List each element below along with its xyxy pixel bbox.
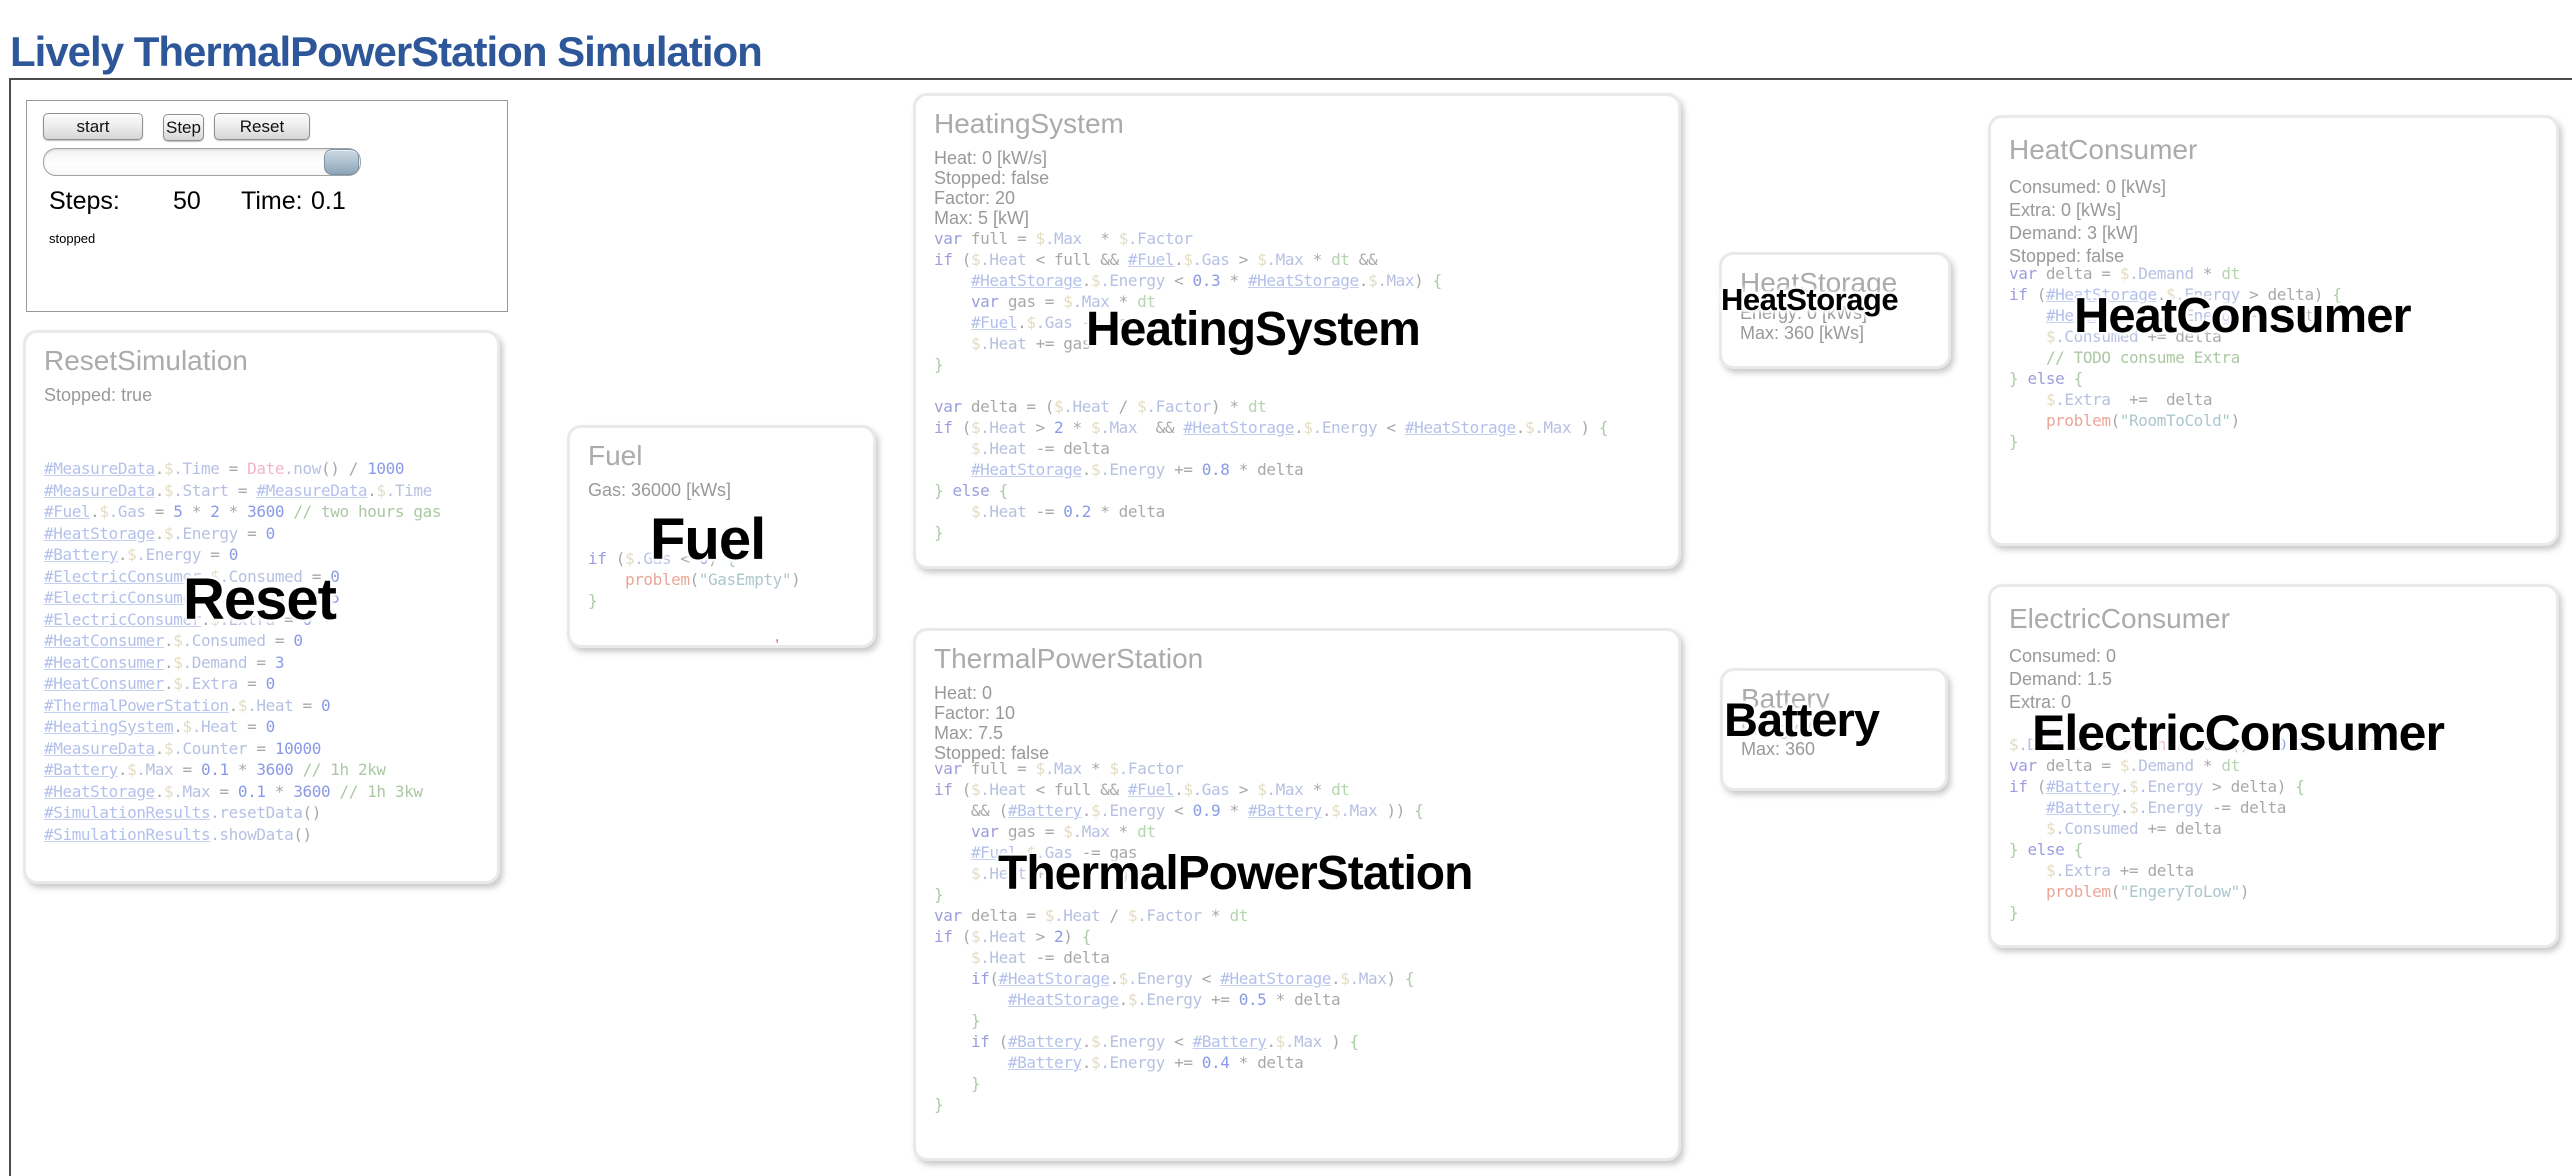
overlay-label-reset: Reset: [183, 567, 337, 632]
morph-title: Fuel: [588, 440, 643, 471]
steps-value: 50: [173, 187, 201, 215]
morph-stats: Gas: 36000 [kWs]: [588, 480, 732, 500]
overlay-label-fuel: Fuel: [650, 507, 766, 572]
reset-button[interactable]: Reset: [214, 113, 310, 140]
morph-title: ThermalPowerStation: [934, 643, 1204, 674]
morph-reset-simulation[interactable]: ResetSimulation Stopped: true #MeasureDa…: [23, 330, 500, 884]
run-status-text: stopped: [49, 231, 96, 246]
morph-title: Battery: [1741, 683, 1830, 714]
slider-thumb[interactable]: [324, 149, 359, 175]
code-block: if ($.Gas < 0) { problem("GasEmpty") }: [588, 549, 801, 610]
code-block: var full = $.Max * $.Factor if ($.Heat <…: [934, 229, 1609, 542]
morph-title: HeatConsumer: [2009, 134, 2198, 165]
code-block: #MeasureData.$.Time = Date.now() / 1000 …: [44, 459, 442, 844]
morph-stats: Stopped: true: [44, 385, 153, 405]
step-button[interactable]: Step: [163, 114, 204, 141]
morph-heat-storage[interactable]: HeatStorage Energy: 0 [kWs]Max: 360 [kWs…: [1719, 252, 1951, 369]
stray-cursor-mark: ,: [775, 628, 780, 645]
morph-heat-consumer[interactable]: HeatConsumer Consumed: 0 [kWs]Extra: 0 […: [1988, 115, 2559, 546]
time-value: 0.1: [311, 187, 346, 215]
overlay-label-heating-system: HeatingSystem: [1086, 303, 1421, 356]
morph-title: ResetSimulation: [44, 345, 248, 376]
steps-label: Steps:: [49, 187, 120, 215]
speed-slider[interactable]: [43, 148, 361, 176]
code-block: var full = $.Max * $.Factor if ($.Heat <…: [934, 759, 1424, 1114]
morph-title: HeatStorage: [1740, 267, 1898, 298]
page-title: Lively ThermalPowerStation Simulation: [10, 28, 763, 76]
morph-title: HeatingSystem: [934, 108, 1124, 139]
overlay-label-heat-storage: HeatStorage: [1721, 282, 1899, 317]
time-label: Time:: [241, 187, 303, 215]
simulation-control-panel: start Step Reset Steps: 50 Time: 0.1 sto…: [26, 100, 508, 312]
morph-title: ElectricConsumer: [2009, 603, 2230, 634]
morph-stats: Energy: 0 [kWs]Max: 360 [kWs]: [1740, 303, 1868, 343]
code-block: $.Demand += (Math.random() - 0.5) * 0.01…: [2009, 735, 2425, 922]
overlay-label-thermal-power-station: ThermalPowerStation: [998, 847, 1473, 900]
overlay-label-heat-consumer: HeatConsumer: [2074, 289, 2412, 343]
morph-fuel[interactable]: Fuel Gas: 36000 [kWs] if ($.Gas < 0) { p…: [567, 425, 876, 648]
start-button[interactable]: start: [43, 113, 143, 140]
code-block: var delta = $.Demand * dt if (#HeatStora…: [2009, 264, 2342, 451]
morph-heating-system[interactable]: HeatingSystem Heat: 0 [kW/s]Stopped: fal…: [913, 93, 1681, 569]
overlay-label-electric-consumer: ElectricConsumer: [2032, 705, 2445, 761]
overlay-label-battery: Battery: [1724, 693, 1880, 746]
morph-stats: Consumed: 0 [kWs]Extra: 0 [kWs]Demand: 3…: [2009, 177, 2167, 266]
